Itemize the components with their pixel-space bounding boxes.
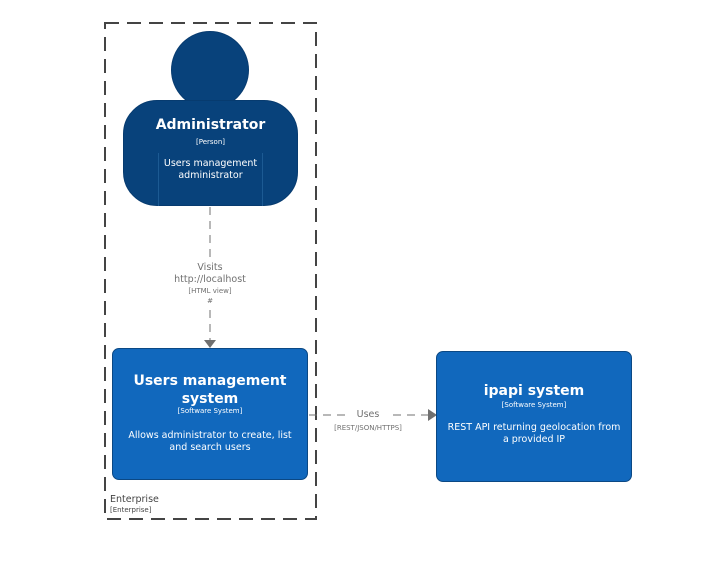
visits-relationship-label: Visits http://localhost [HTML view] # (150, 262, 270, 306)
system-description: Allows administrator to create, list and… (128, 430, 292, 453)
person-name: Administrator (155, 117, 266, 133)
system-type: [Software System] (501, 401, 567, 409)
visits-arrowhead (204, 340, 216, 348)
person-head[interactable] (171, 31, 249, 109)
visits-marker: # (207, 297, 213, 305)
system-ipapi[interactable]: ipapi system [Software System] REST API … (436, 351, 632, 482)
boundary-name: Enterprise (110, 494, 159, 505)
system-users-management[interactable]: Users management system [Software System… (112, 348, 308, 480)
system-description: REST API returning geolocation from a pr… (447, 422, 621, 445)
boundary-type: [Enterprise] (110, 506, 152, 514)
uses-arrowhead (428, 409, 437, 421)
person-description: Users management administrator (158, 153, 263, 206)
system-title: ipapi system (483, 383, 585, 399)
system-title: Users management system (133, 373, 287, 407)
visits-label-line2: http://localhost (174, 274, 246, 285)
visits-technology: [HTML view] (188, 287, 232, 295)
system-type: [Software System] (177, 407, 243, 415)
visits-label-line1: Visits (197, 262, 223, 273)
uses-technology: [REST/JSON/HTTPS] (334, 424, 402, 432)
uses-relationship-label: Uses (348, 409, 388, 421)
enterprise-boundary (104, 22, 317, 520)
person-type: [Person] (196, 138, 225, 146)
person-administrator[interactable]: Administrator [Person] Users management … (123, 100, 298, 206)
